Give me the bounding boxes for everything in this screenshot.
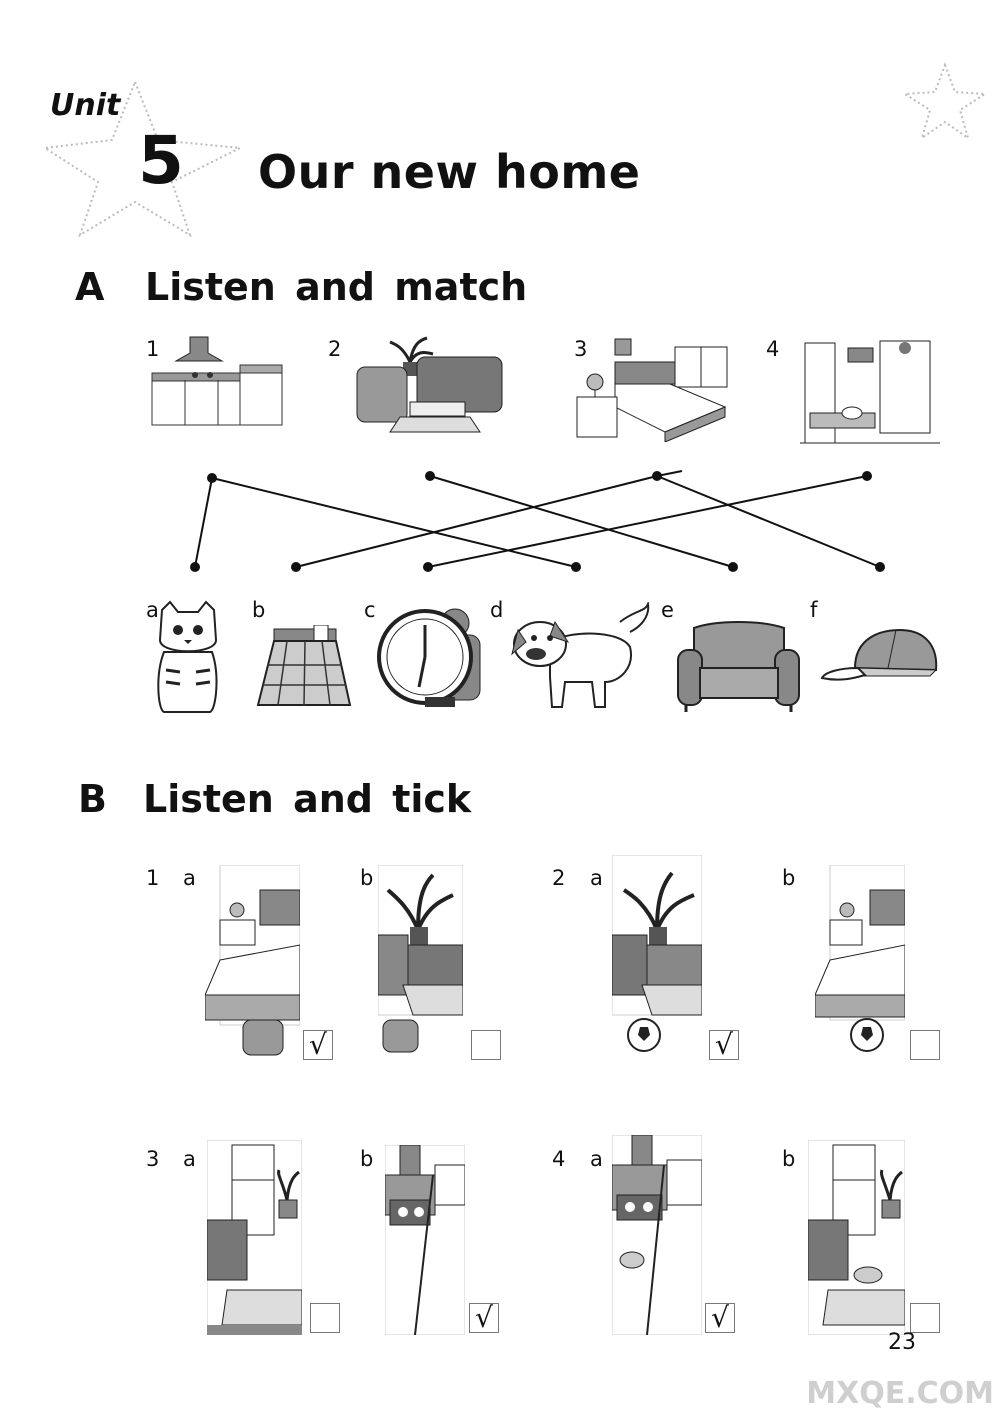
tick-q3-option-b-letter: b — [360, 1147, 374, 1171]
tick-q2-option-b-letter: b — [782, 866, 796, 890]
tick-q1-option-b-letter: b — [360, 866, 374, 890]
star-decoration-icon — [42, 79, 244, 238]
tick-q3-option-a-letter: a — [183, 1147, 196, 1171]
clock-icon — [377, 608, 481, 707]
kitchen-with-slippers-icon — [612, 1135, 702, 1335]
star-decoration-right-icon — [901, 62, 989, 140]
unit-number: 5 — [138, 122, 184, 199]
cat-icon — [157, 600, 218, 713]
bedroom-with-bag-icon — [205, 865, 300, 1056]
tick-q1-option-a-letter: a — [183, 866, 196, 890]
section-a-title: Listen and match — [145, 265, 528, 309]
sofa-icon — [677, 621, 800, 712]
section-b-letter: B — [78, 777, 107, 821]
tick-box-q2-a[interactable]: √ — [709, 1030, 739, 1060]
match-bottom-letter-a: a — [146, 598, 159, 622]
match-bottom-letter-c: c — [364, 598, 376, 622]
living-room-icon — [356, 336, 503, 433]
match-bottom-letter-d: d — [490, 598, 504, 622]
match-top-number-1: 1 — [146, 337, 160, 361]
tick-q4-option-a-letter: a — [590, 1147, 603, 1171]
section-a-letter: A — [75, 265, 105, 309]
kitchen-with-cooker-icon — [385, 1145, 465, 1335]
tick-q4-option-b-letter: b — [782, 1147, 796, 1171]
living-room-with-bag-icon — [378, 865, 463, 1053]
tick-box-q2-b[interactable] — [910, 1030, 940, 1060]
tick-q1-number: 1 — [146, 866, 160, 890]
skirt-icon — [256, 625, 352, 706]
matching-lines — [190, 470, 885, 572]
tick-box-q4-b[interactable] — [910, 1303, 940, 1333]
living-room-with-fridge-icon — [207, 1140, 302, 1335]
match-bottom-letter-e: e — [661, 598, 674, 622]
bedroom-icon — [576, 338, 728, 442]
tick-box-q1-a[interactable]: √ — [303, 1030, 333, 1060]
tick-box-q1-b[interactable] — [471, 1030, 501, 1060]
page-title: Our new home — [258, 145, 641, 199]
match-bottom-letter-b: b — [252, 598, 266, 622]
bedroom-with-ball-icon — [815, 865, 905, 1052]
kitchen-icon — [151, 336, 283, 426]
match-bottom-letter-f: f — [810, 598, 818, 622]
tick-box-q3-b[interactable]: √ — [469, 1303, 499, 1333]
bathroom-icon — [800, 340, 940, 444]
dog-icon — [511, 602, 650, 708]
tick-q2-number: 2 — [552, 866, 566, 890]
page-number: 23 — [888, 1330, 916, 1355]
match-top-number-4: 4 — [766, 337, 780, 361]
tick-q2-option-a-letter: a — [590, 866, 603, 890]
tick-q4-number: 4 — [552, 1147, 566, 1171]
tick-box-q4-a[interactable]: √ — [705, 1303, 735, 1333]
living-room-with-slippers-icon — [808, 1140, 905, 1335]
watermark: MXQE.COM — [806, 1376, 994, 1411]
tick-q3-number: 3 — [146, 1147, 160, 1171]
tick-box-q3-a[interactable] — [310, 1303, 340, 1333]
match-top-number-3: 3 — [574, 337, 588, 361]
unit-label: Unit — [50, 88, 121, 123]
match-top-number-2: 2 — [328, 337, 342, 361]
living-room-with-ball-icon — [612, 855, 702, 1052]
cap-icon — [820, 628, 938, 681]
section-b-title: Listen and tick — [143, 777, 472, 821]
